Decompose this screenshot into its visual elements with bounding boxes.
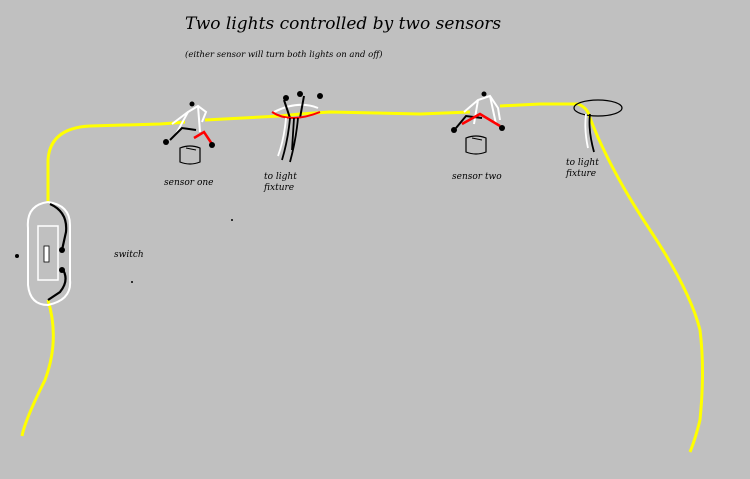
label-light-fixture-one: to light fixture bbox=[264, 172, 297, 194]
stray-dot bbox=[131, 281, 133, 283]
diagram-title: Two lights controlled by two sensors bbox=[185, 14, 502, 34]
label-light-fixture-two: to light fixture bbox=[566, 158, 599, 180]
stray-dot bbox=[231, 219, 233, 221]
yellow-wire-right-loop bbox=[588, 117, 704, 453]
sensor-one bbox=[163, 101, 215, 165]
yellow-wire-down bbox=[20, 299, 55, 437]
sensor-two bbox=[451, 91, 505, 155]
switch-body bbox=[37, 225, 59, 281]
yellow-wire-segment-2 bbox=[204, 110, 471, 122]
switch-toggle bbox=[43, 245, 50, 263]
label-sensor-two: sensor two bbox=[452, 172, 502, 182]
switch-ground-terminal bbox=[15, 254, 19, 258]
label-switch: switch bbox=[114, 250, 144, 260]
yellow-wire-main bbox=[46, 120, 186, 202]
light-fixture-one bbox=[271, 91, 323, 163]
switch-box bbox=[26, 201, 72, 307]
light-fixture-two bbox=[573, 99, 623, 153]
diagram-subtitle: (either sensor will turn both lights on … bbox=[185, 50, 383, 60]
switch-terminal-top bbox=[59, 247, 65, 253]
label-sensor-one: sensor one bbox=[164, 178, 214, 188]
switch-terminal-bottom bbox=[59, 267, 65, 273]
